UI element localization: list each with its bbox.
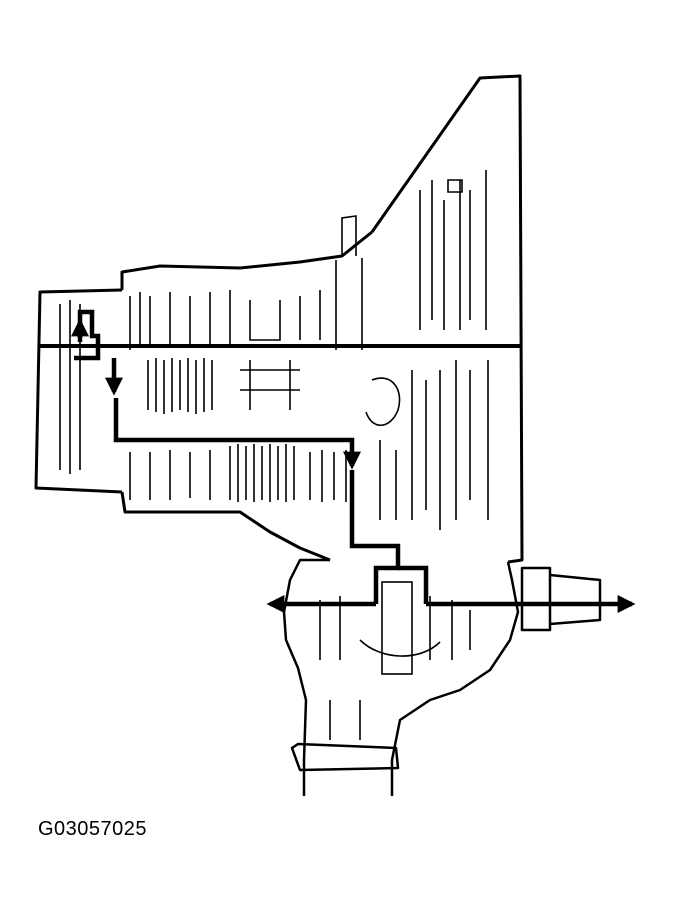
- figure-id-label: G03057025: [38, 818, 148, 840]
- differential-housing: [282, 558, 602, 796]
- power-flow-path: [71, 309, 636, 613]
- internal-gear-sets: [59, 170, 489, 740]
- transaxle-housing: [34, 74, 524, 564]
